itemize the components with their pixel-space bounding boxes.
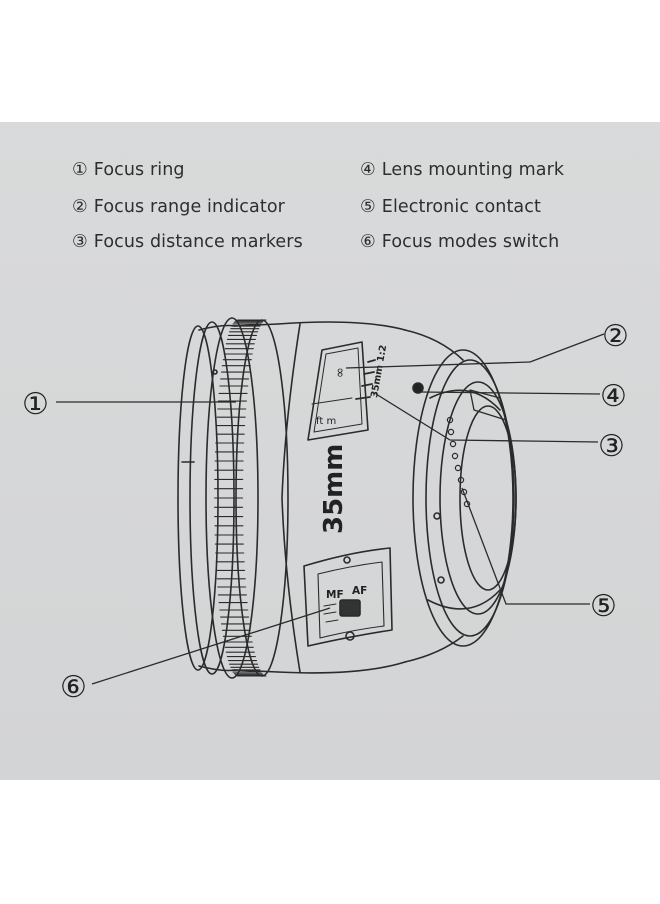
leader-lines <box>56 333 605 685</box>
distance-window <box>307 341 369 441</box>
callout-4: ④ <box>600 379 627 414</box>
leader-line-6 <box>91 607 331 685</box>
electronic-contacts <box>446 416 471 508</box>
callout-6: ⑥ <box>60 670 87 705</box>
callout-3: ③ <box>598 429 625 464</box>
leader-line-4 <box>419 391 601 395</box>
callout-2: ② <box>602 319 629 354</box>
infinity-mark: ∞ <box>333 367 348 378</box>
focus-switch-housing <box>303 547 393 647</box>
leader-line-5 <box>461 487 590 605</box>
rear-mount <box>412 349 517 647</box>
callout-1: ① <box>22 387 49 422</box>
diagram-panel <box>0 122 660 780</box>
focus-ring <box>205 317 289 679</box>
callout-5: ⑤ <box>590 589 617 624</box>
scale-units-label: ft m <box>316 416 336 427</box>
lens-barrel <box>277 321 464 674</box>
mount-tab <box>469 389 507 421</box>
leader-line-3 <box>375 393 599 443</box>
barrel-marking-label: 35mm 1:2 <box>369 344 389 398</box>
leader-line-2b <box>529 333 605 363</box>
switch-mf-label: MF <box>326 589 344 601</box>
leader-line-2a <box>345 361 531 369</box>
distance-markers <box>355 359 376 400</box>
focal-length-label: 35mm <box>319 444 349 534</box>
switch-af-label: AF <box>352 585 367 597</box>
